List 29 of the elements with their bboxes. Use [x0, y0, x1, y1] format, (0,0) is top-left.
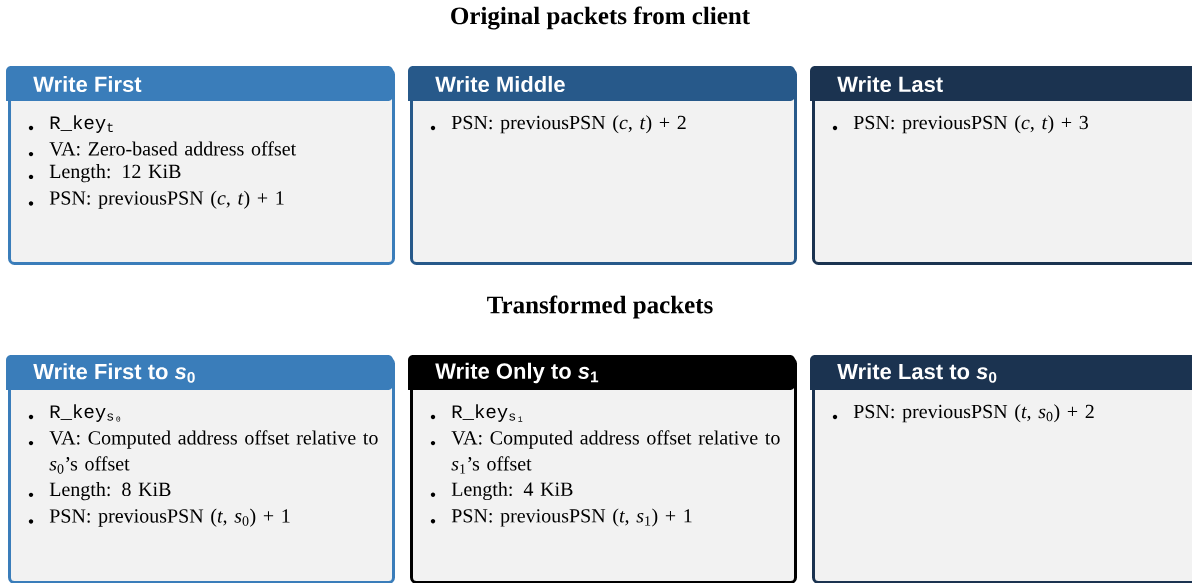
- list-item: PSN: previousPSN (c, t) + 1: [28, 190, 284, 209]
- section-heading: Transformed packets: [487, 295, 713, 319]
- list-item: Length: 12 KiB: [28, 164, 181, 183]
- section-heading: Original packets from client: [451, 6, 750, 30]
- card-heading: Write Last to s$_{0}$: [837, 363, 997, 383]
- packet-card: [6, 355, 395, 583]
- list-item: VA: Computed address offset relative to s$_{0}$’s offset: [28, 430, 378, 474]
- card-heading: Write First: [33, 75, 142, 93]
- card-heading: Write Middle: [435, 75, 565, 93]
- list-item: VA: Zero-based address offset: [28, 141, 297, 157]
- list-item: PSN: previousPSN (t, s$_{1}$) + 1: [430, 508, 692, 527]
- packet-card: [810, 66, 1192, 265]
- list-item: R_key$_{s₁}$: [430, 404, 523, 422]
- packet-card: [810, 355, 1192, 583]
- list-item: Length: 4 KiB: [430, 481, 573, 501]
- card-heading: Write Last: [837, 75, 943, 93]
- list-item: R_key$_{s₀}$: [28, 404, 121, 422]
- list-item: PSN: previousPSN (c, t) + 2: [430, 115, 686, 134]
- list-item: VA: Computed address offset relative to s$_{1}$’s offset: [430, 430, 780, 474]
- packet-card: [6, 66, 395, 265]
- list-item: PSN: previousPSN (t, s$_{0}$) + 2: [832, 404, 1094, 423]
- list-item: R_key$_{t}$: [28, 115, 113, 133]
- packet-card: [408, 66, 797, 265]
- list-item: PSN: previousPSN (t, s$_{0}$) + 1: [28, 508, 290, 527]
- card-heading: Write Only to s$_{1}$: [435, 362, 599, 384]
- list-item: Length: 8 KiB: [28, 482, 171, 501]
- packet-card: [408, 355, 797, 583]
- list-item: PSN: previousPSN (c, t) + 3: [832, 115, 1088, 134]
- card-heading: Write First to s$_{0}$: [33, 363, 195, 383]
